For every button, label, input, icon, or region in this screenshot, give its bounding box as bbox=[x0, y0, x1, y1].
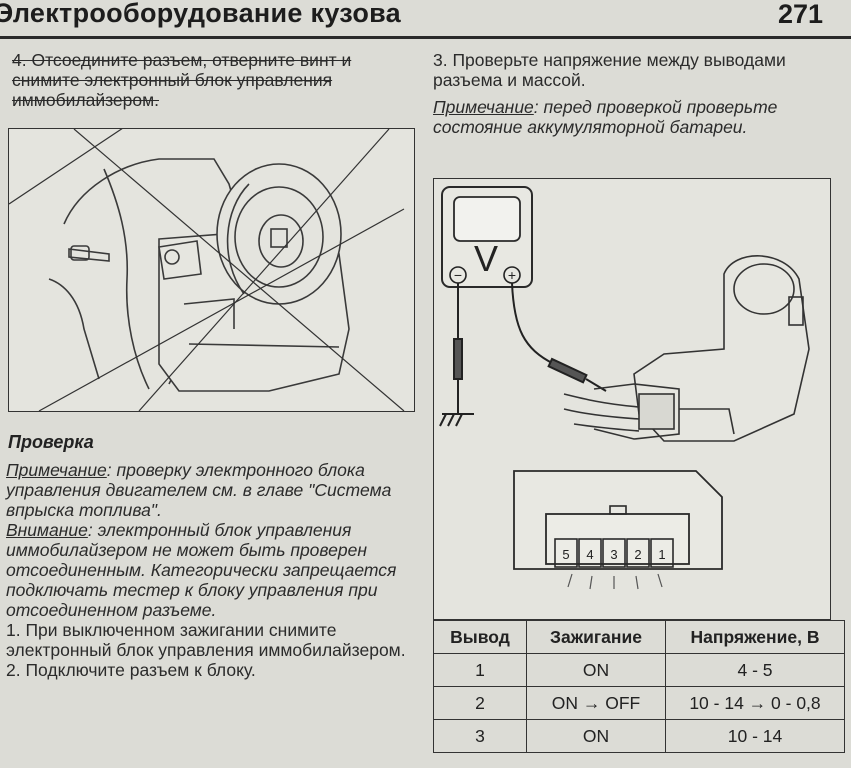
note-text: : проверку электронного блока управления… bbox=[6, 460, 392, 520]
table-row: 2 ON → OFF 10 - 14 → 0 - 0,8 bbox=[433, 686, 845, 720]
immobilizer-removal-figure bbox=[8, 128, 415, 412]
voltmeter: V − + bbox=[441, 186, 533, 288]
step-1-text: 1. При выключенном зажигании снимите эле… bbox=[6, 620, 406, 660]
cell-voltage: 10 - 14 → 0 - 0,8 bbox=[665, 686, 845, 720]
table-header-row: Вывод Зажигание Напряжение, В bbox=[433, 620, 845, 654]
voltmeter-connector-drawing: V − + bbox=[439, 186, 810, 590]
pin-2: 2 bbox=[634, 547, 641, 562]
cell-ignition: ON → OFF bbox=[526, 686, 666, 720]
col-header-voltage: Напряжение, В bbox=[665, 620, 845, 654]
immobilizer-unit bbox=[563, 255, 810, 442]
page-number: 271 bbox=[777, 0, 823, 29]
step-4-text: 4. Отсоедините разъем, отверните винт и … bbox=[12, 50, 352, 110]
table-row: 3 ON 10 - 14 bbox=[433, 719, 845, 753]
note-text: : перед проверкой проверьте состояние ак… bbox=[433, 97, 778, 137]
cell-voltage: 4 - 5 bbox=[665, 653, 845, 687]
immobilizer-unit-drawing bbox=[9, 129, 405, 411]
voltage-note: Примечание: перед проверкой проверьте со… bbox=[433, 97, 833, 137]
cell-ignition: ON bbox=[526, 653, 666, 687]
step-2-text: 2. Подключите разъем к блоку. bbox=[6, 660, 256, 680]
meter-v-label: V bbox=[474, 238, 498, 279]
col-header-pin: Вывод bbox=[433, 620, 527, 654]
cell-pin: 2 bbox=[433, 686, 527, 720]
cell-pin: 1 bbox=[433, 653, 527, 687]
check-procedure-text: Примечание: проверку электронного блока … bbox=[6, 460, 414, 680]
cell-ignition: ON bbox=[526, 719, 666, 753]
col-header-ignition: Зажигание bbox=[526, 620, 666, 654]
note-label: Примечание bbox=[6, 460, 107, 480]
cell-pin: 3 bbox=[433, 719, 527, 753]
warning-text: : электронный блок управления иммобилайз… bbox=[6, 520, 397, 620]
voltage-table: Вывод Зажигание Напряжение, В 1 ON 4 - 5… bbox=[433, 620, 845, 753]
pin-5: 5 bbox=[562, 547, 569, 562]
warning-paragraph: Внимание: электронный блок управления им… bbox=[6, 520, 414, 620]
cell-voltage: 10 - 14 bbox=[665, 719, 845, 753]
plus-terminal: + bbox=[508, 267, 516, 283]
table-row: 1 ON 4 - 5 bbox=[433, 653, 845, 687]
page-header: Электрооборудование кузова 271 bbox=[0, 0, 851, 40]
ecu-note: Примечание: проверку электронного блока … bbox=[6, 460, 414, 520]
probe-leads bbox=[439, 282, 607, 427]
connector-face: 5 4 3 2 1 bbox=[513, 470, 723, 590]
header-rule bbox=[0, 36, 851, 39]
warning-label: Внимание bbox=[6, 520, 88, 540]
minus-terminal: − bbox=[454, 267, 462, 283]
pin-3: 3 bbox=[610, 547, 617, 562]
chapter-title: Электрооборудование кузова bbox=[0, 0, 401, 28]
section-title: Проверка bbox=[8, 432, 94, 452]
step-3-text: 3. Проверьте напряжение между выводами р… bbox=[433, 50, 786, 90]
pin-4: 4 bbox=[586, 547, 593, 562]
voltage-check-figure: V − + bbox=[433, 178, 831, 620]
note-label: Примечание bbox=[433, 97, 534, 117]
pin-1: 1 bbox=[658, 547, 665, 562]
